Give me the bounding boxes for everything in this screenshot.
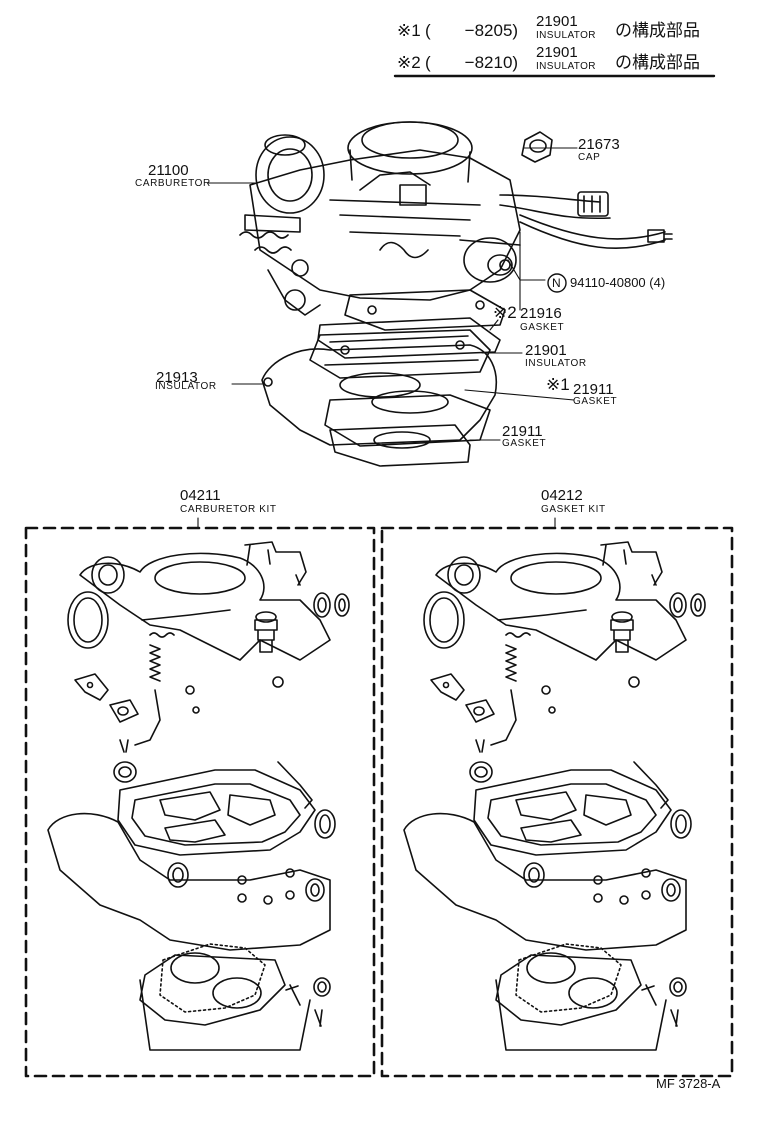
gasket-21911-lower	[329, 424, 471, 467]
note-mark: ※2	[397, 53, 421, 72]
note-part-number: 21901	[536, 13, 578, 30]
insulator-21901	[309, 329, 491, 379]
callout-name: GASKET	[573, 396, 618, 407]
note-suffix: の構成部品	[615, 53, 700, 72]
footer-code: MF 3728-A	[656, 1076, 721, 1091]
callout-name: CARBURETOR	[135, 178, 211, 189]
callout-number: 21916	[520, 305, 562, 322]
callout-number: 21913	[156, 369, 198, 386]
kit-number: 04212	[541, 487, 583, 504]
callout-number: 94110-40800 (4)	[570, 275, 666, 290]
note-suffix: の構成部品	[615, 21, 700, 40]
callout-name: CAP	[578, 152, 601, 163]
gasket-kit-box	[380, 526, 734, 1078]
carburetor-assembly	[239, 121, 673, 331]
kit-name: GASKET KIT	[541, 504, 606, 515]
callout-number: 21911	[573, 381, 614, 398]
kit-name: CARBURETOR KIT	[180, 504, 277, 515]
carburetor-kit-parts	[47, 541, 350, 1051]
note-part-name: INSULATOR	[536, 61, 596, 72]
nut-badge-circle	[547, 273, 567, 293]
callout-name: GASKET	[520, 322, 565, 333]
note-mark: ※1	[397, 21, 421, 40]
nut-badge: N	[552, 276, 561, 290]
note-range: ( −8210)	[425, 53, 519, 72]
note-range: ( −8205)	[425, 21, 519, 40]
callout-mark: ※1	[546, 375, 570, 394]
callout-mark: ※2	[493, 303, 517, 322]
insulator-21913	[261, 344, 497, 446]
callout-name: GASKET	[502, 438, 547, 449]
cap-part	[521, 131, 553, 163]
callout-number: 21100	[148, 162, 189, 179]
gasket-kit-parts	[403, 541, 706, 1051]
carburetor-kit-box	[24, 526, 376, 1078]
kit-number: 04211	[180, 487, 221, 504]
callout-number: 21901	[525, 342, 567, 359]
note-part-name: INSULATOR	[536, 30, 596, 41]
note-part-number: 21901	[536, 44, 578, 61]
callout-number: 21911	[502, 423, 543, 440]
callout-number: 21673	[578, 136, 620, 153]
callout-name: INSULATOR	[155, 381, 217, 392]
callout-name: INSULATOR	[525, 358, 587, 369]
